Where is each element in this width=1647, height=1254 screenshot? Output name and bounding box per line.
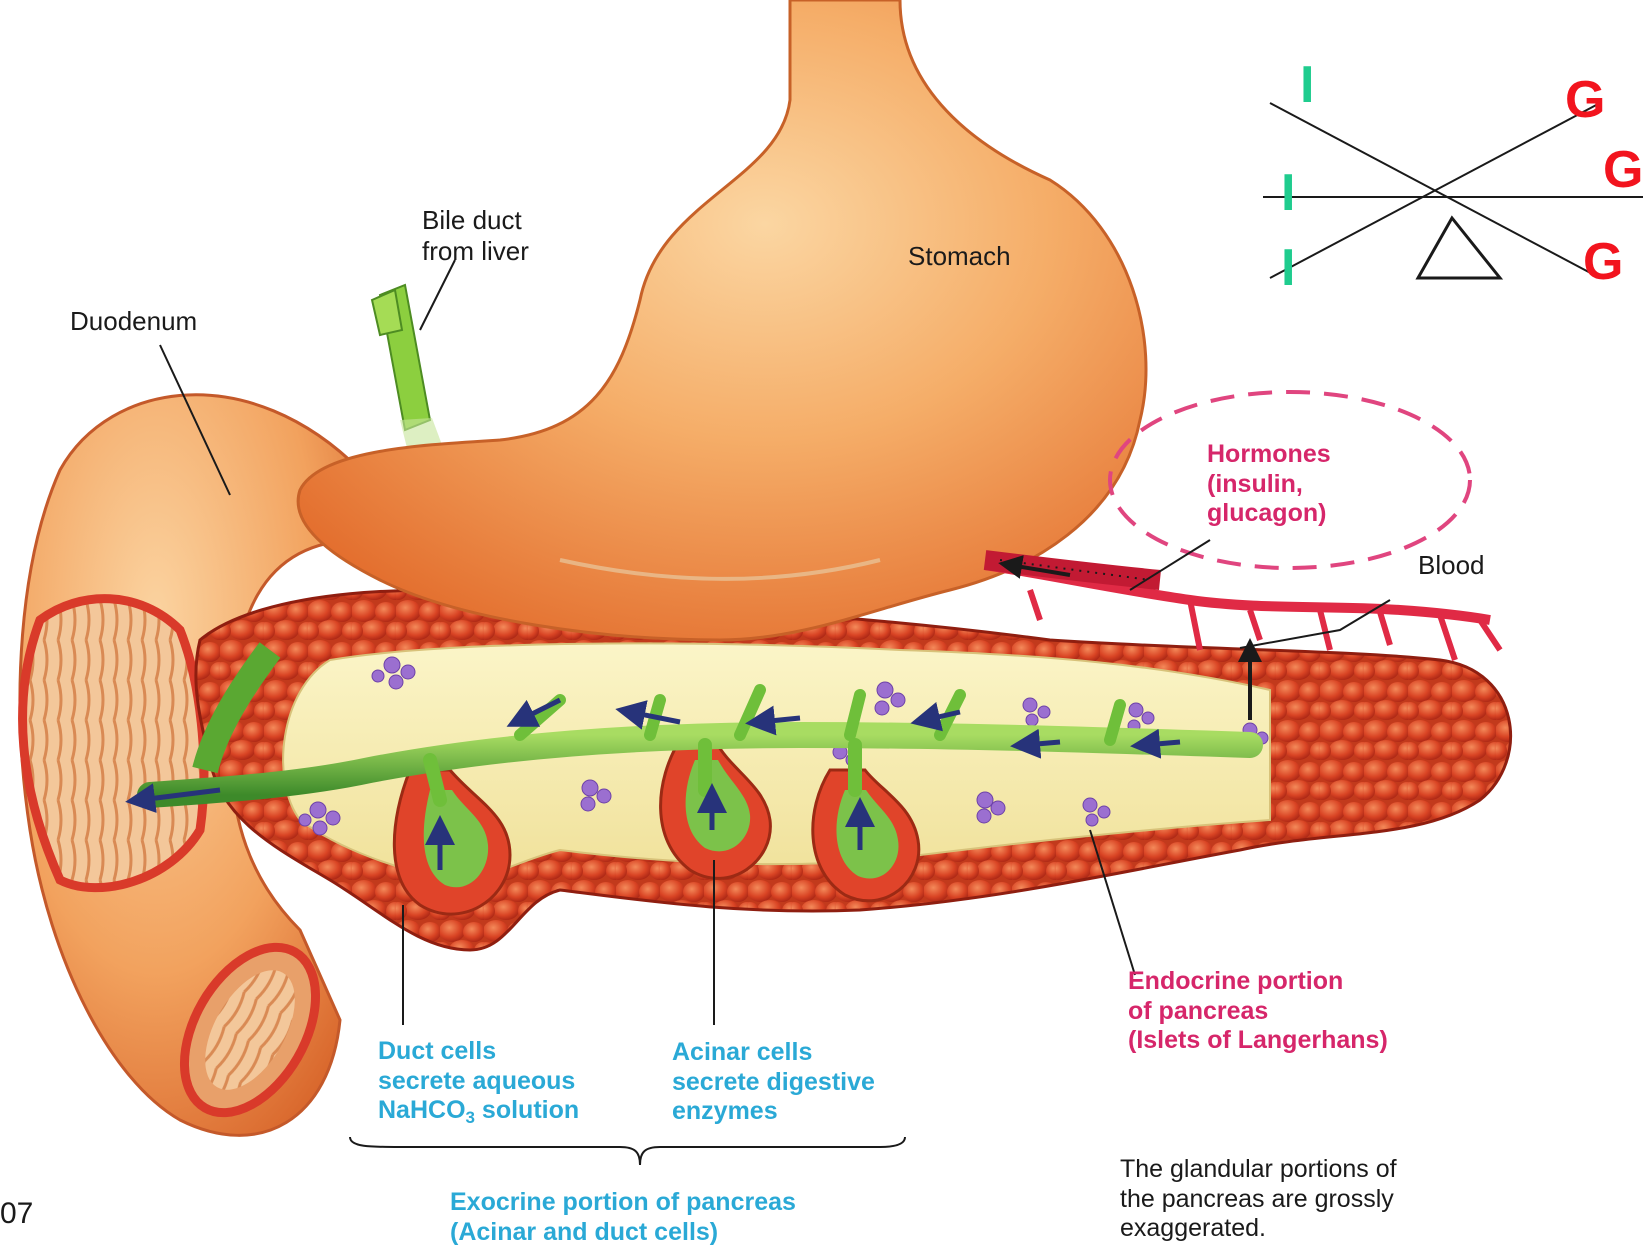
duct-cells-label-line1: Duct cells: [378, 1037, 579, 1067]
page-number-fragment: 07: [0, 1196, 33, 1231]
seesaw-insulin-letter-1: I: [1300, 55, 1314, 115]
endocrine-label-line2: of pancreas: [1128, 997, 1388, 1027]
bile-duct-label-line1: Bile duct: [422, 205, 529, 236]
hormones-label-line2: (insulin,: [1207, 470, 1331, 500]
bile-duct-label-line2: from liver: [422, 236, 529, 267]
blood-label: Blood: [1418, 550, 1485, 581]
seesaw-glucagon-letter-2: G: [1603, 140, 1643, 200]
exocrine-label-line1: Exocrine portion of pancreas: [450, 1188, 796, 1218]
duct-cells-label-line2: secrete aqueous: [378, 1067, 579, 1097]
note-label-line2: the pancreas are grossly: [1120, 1185, 1397, 1215]
duct-cells-label-line3: NaHCO3 solution: [378, 1096, 579, 1128]
hormones-label-line3: glucagon): [1207, 499, 1331, 529]
nahco3-subscript: 3: [466, 1108, 475, 1127]
hormones-label-line1: Hormones: [1207, 440, 1331, 470]
duct-cells-label: Duct cells secrete aqueous NaHCO3 soluti…: [378, 1037, 579, 1128]
note-label-line3: exaggerated.: [1120, 1214, 1397, 1244]
exocrine-label-line2: (Acinar and duct cells): [450, 1218, 796, 1248]
acinar-cells-label-line2: secrete digestive: [672, 1068, 875, 1098]
acinar-cells-label-line3: enzymes: [672, 1097, 875, 1127]
note-label: The glandular portions of the pancreas a…: [1120, 1155, 1397, 1244]
seesaw-glucagon-letter-1: G: [1565, 70, 1605, 130]
duodenum-label: Duodenum: [70, 306, 197, 337]
note-label-line1: The glandular portions of: [1120, 1155, 1397, 1185]
solution-word: solution: [475, 1096, 579, 1124]
endocrine-label-line1: Endocrine portion: [1128, 967, 1388, 997]
endocrine-label: Endocrine portion of pancreas (Islets of…: [1128, 967, 1388, 1056]
stomach-label: Stomach: [908, 241, 1011, 272]
acinar-cells-label-line1: Acinar cells: [672, 1038, 875, 1068]
acinar-cells-label: Acinar cells secrete digestive enzymes: [672, 1038, 875, 1127]
bile-duct-label: Bile duct from liver: [422, 205, 529, 266]
nahco3-formula: NaHCO: [378, 1096, 466, 1124]
endocrine-label-line3: (Islets of Langerhans): [1128, 1026, 1388, 1056]
seesaw-glucagon-letter-3: G: [1583, 232, 1623, 292]
hormones-label: Hormones (insulin, glucagon): [1207, 440, 1331, 529]
exocrine-label: Exocrine portion of pancreas (Acinar and…: [450, 1188, 796, 1247]
seesaw-insulin-letter-2: I: [1281, 163, 1295, 223]
seesaw-insulin-letter-3: I: [1281, 238, 1295, 298]
